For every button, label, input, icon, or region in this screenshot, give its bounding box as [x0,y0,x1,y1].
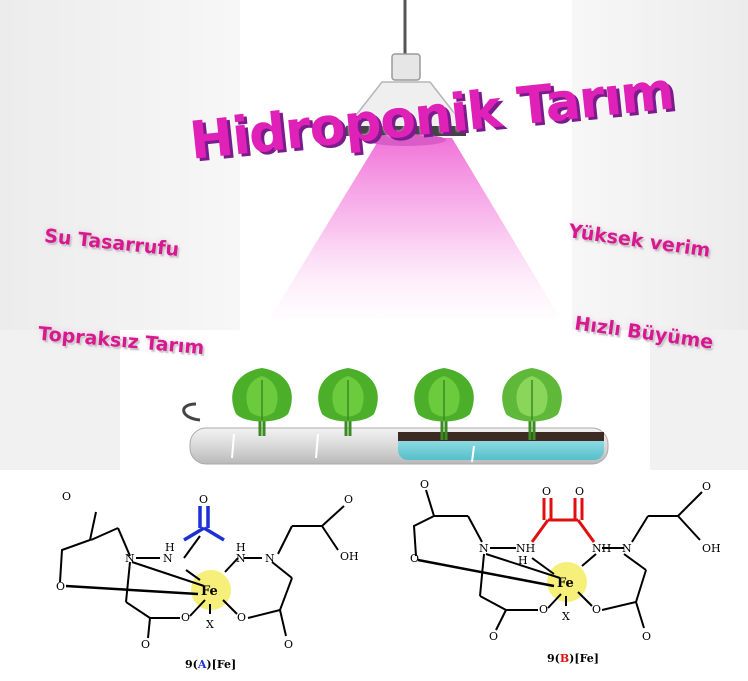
n-atom-label: N [236,552,246,565]
structure-a-caption: 9(A)[Fe] [185,658,236,671]
o-atom-label: O [539,603,548,616]
caption-suffix: )[Fe] [569,652,599,665]
bridge-b [530,498,596,543]
o-atom-label: O [141,638,150,651]
o-atom-label: O [62,490,71,503]
plant-icon [318,368,378,436]
o-atom-label: O [181,611,190,624]
o-atom-label: O [702,480,711,493]
h-atom-label: H [165,541,175,554]
oh-group-label: OH [340,550,359,563]
nh-group-label: NH [516,542,535,555]
n-atom-label: N [265,552,275,565]
light-beam [270,138,560,318]
illustration [0,0,748,470]
o-atom-label: O [592,603,601,616]
o-atom-label: O [56,580,65,593]
lower-right-panel [650,330,748,470]
h-atom-label: H [236,541,246,554]
hydroponic-pipe [182,402,609,465]
o-atom-label: O [410,552,419,565]
o-atom-label: O [344,493,353,506]
o-atom-label: O [542,485,551,498]
o-atom-label: O [199,493,208,506]
o-atom-label: O [420,478,429,491]
caption-prefix: 9( [547,652,560,665]
right-shade-panel [572,0,748,330]
o-atom-label: O [237,611,246,624]
x-ligand-label: X [562,610,570,623]
structure-b: Fe X N NH H NH N O O O O O O O O O OH [410,478,721,643]
caption-suffix: )[Fe] [206,658,237,671]
fe-highlight [547,562,587,602]
nh-group-label: NH [592,542,611,555]
n-atom-label: N [622,542,632,555]
n-atom-label: N [479,542,489,555]
left-shade-panel [0,0,240,330]
x-ligand-label: X [206,618,214,631]
fe-atom-label: Fe [201,584,218,599]
chemical-structures: Fe X N N H N H N O O O O O O O O OH [56,478,721,651]
n-atom-label: N [163,552,173,565]
caption-prefix: 9( [185,658,198,671]
oh-group-label: OH [702,542,721,555]
o-atom-label: O [575,485,584,498]
plant-icon [414,368,474,440]
plant-icon [232,368,292,436]
structure-a: Fe X N N H N H N O O O O O O O O OH [56,490,359,651]
caption-letter-b: B [559,652,570,665]
fe-atom-label: Fe [557,576,574,591]
structure-b-caption: 9(B)[Fe] [547,652,599,665]
lamp-icon [344,0,468,146]
o-atom-label: O [489,630,498,643]
h-atom-label: H [518,554,528,567]
bridge-a [183,506,225,542]
n-atom-label: N [125,552,135,565]
fe-highlight [191,570,231,610]
plant-icon [502,368,562,440]
caption-letter-a: A [197,658,207,671]
lower-left-panel [0,330,120,470]
o-atom-label: O [642,630,651,643]
o-atom-label: O [284,638,293,651]
